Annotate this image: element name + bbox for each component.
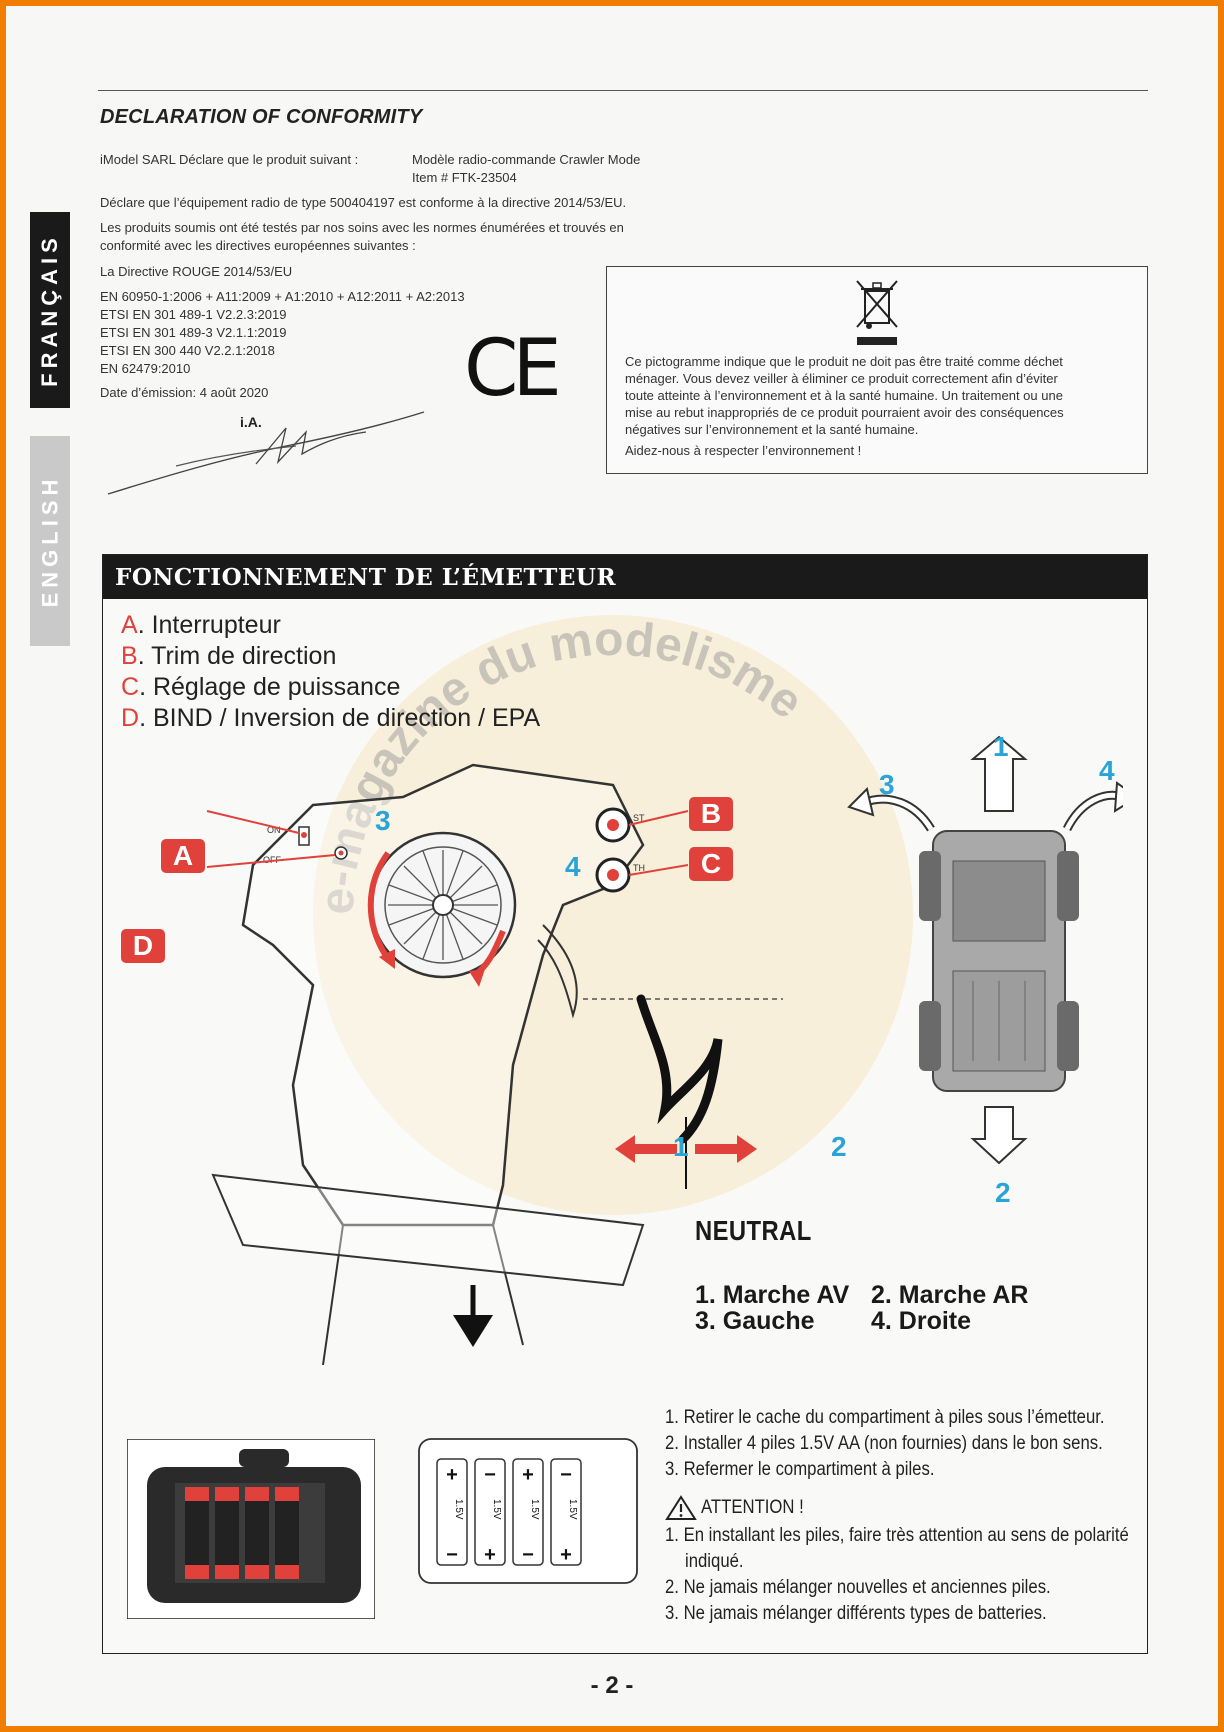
- trigger-number-2: 2: [831, 1131, 847, 1162]
- standard-line: EN 60950-1:2006 + A11:2009 + A1:2010 + A…: [100, 289, 465, 304]
- legend-text: . BIND / Inversion de direction / EPA: [139, 704, 541, 732]
- signature-label: i.A.: [240, 414, 262, 430]
- declaration-title: DECLARATION OF CONFORMITY: [100, 106, 423, 128]
- tested-line-1: Les produits soumis ont été testés par n…: [100, 220, 624, 235]
- weee-line: ménager. Vous devez veiller à éliminer c…: [625, 371, 1058, 386]
- weee-notice: Ce pictogramme indique que le produit ne…: [606, 266, 1148, 474]
- wheel-number-3: 3: [375, 805, 391, 836]
- direction-forward: 1. Marche AV: [695, 1281, 850, 1309]
- ce-mark-icon: CE: [464, 324, 562, 414]
- attention-label: ATTENTION !: [701, 1497, 804, 1518]
- legend-text: . Interrupteur: [137, 611, 281, 639]
- legend-letter: B: [121, 642, 138, 670]
- car-number-3: 3: [879, 769, 895, 800]
- svg-text:−: −: [484, 1464, 496, 1486]
- direction-right: 4. Droite: [871, 1307, 972, 1335]
- legend-item-a: A. Interrupteur: [121, 611, 281, 640]
- standard-line: ETSI EN 301 489-3 V2.1.1:2019: [100, 325, 287, 340]
- callout-c: C: [689, 847, 733, 881]
- warning-line: 1. En installant les piles, faire très a…: [665, 1525, 1129, 1546]
- svg-text:+: +: [484, 1544, 496, 1566]
- weee-line: négatives sur l’environnement et la sant…: [625, 422, 919, 437]
- signature-icon: [107, 411, 425, 495]
- legend-letter: C: [121, 673, 140, 701]
- language-tab-french[interactable]: FRANÇAIS: [30, 212, 70, 408]
- legend-item-b: B. Trim de direction: [121, 642, 336, 671]
- callout-a: A: [161, 839, 205, 873]
- trim-st-label: ST: [633, 813, 645, 823]
- trim-th-label: TH: [633, 863, 645, 873]
- warning-line: indiqué.: [685, 1551, 744, 1572]
- svg-text:−: −: [446, 1544, 458, 1566]
- legend-item-d: D. BIND / Inversion de direction / EPA: [121, 704, 540, 733]
- svg-text:−: −: [560, 1464, 572, 1486]
- svg-text:−: −: [522, 1544, 534, 1566]
- legend-text: . Réglage de puissance: [139, 673, 401, 701]
- legend-letter: A: [121, 611, 138, 639]
- language-tab-english[interactable]: ENGLISH: [30, 436, 70, 646]
- svg-text:+: +: [446, 1464, 458, 1486]
- svg-text:+: +: [560, 1544, 572, 1566]
- section-title: FONCTIONNEMENT DE L’ÉMETTEUR: [115, 564, 617, 591]
- directive-line: La Directive ROUGE 2014/53/EU: [100, 264, 293, 279]
- battery-voltage-label: 1.5V: [529, 1499, 540, 1520]
- svg-text:+: +: [522, 1464, 534, 1486]
- callout-d-letter: D: [133, 930, 153, 961]
- direction-left: 3. Gauche: [695, 1307, 815, 1335]
- crossed-out-bin-icon: [856, 280, 898, 345]
- trigger-number-1: 1: [673, 1131, 689, 1162]
- car-number-4: 4: [1099, 755, 1115, 786]
- wheel-number-4: 4: [565, 851, 581, 882]
- warning-triangle-icon: [665, 1495, 697, 1520]
- callout-b: B: [689, 797, 733, 831]
- callout-d: D: [121, 929, 165, 963]
- weee-description: Ce pictogramme indique que le produit ne…: [625, 353, 1135, 438]
- transmitter-illustration: ST TH ON OFF: [206, 763, 689, 1365]
- battery-polarity-diagram: + − − + + − − + 1.5V 1.5V 1.5V 1.5V: [418, 1438, 638, 1584]
- legend-letter: D: [121, 704, 140, 732]
- emission-date: Date d’émission: 4 août 2020: [100, 385, 269, 400]
- battery-voltage-label: 1.5V: [567, 1499, 578, 1520]
- weee-line: toute atteinte à l’environnement et à la…: [625, 388, 1063, 403]
- standard-line: EN 62479:2010: [100, 361, 191, 376]
- battery-voltage-label: 1.5V: [491, 1499, 502, 1520]
- neutral-label: NEUTRAL: [695, 1215, 812, 1246]
- callout-c-letter: C: [701, 848, 721, 879]
- battery-compartment-photo: [127, 1439, 375, 1619]
- page-number: - 2 -: [590, 1672, 634, 1699]
- top-divider: [98, 90, 1148, 91]
- company-line: iModel SARL Déclare que le produit suiva…: [100, 152, 359, 167]
- legend-item-c: C. Réglage de puissance: [121, 673, 400, 702]
- product-line-model: Modèle radio-commande Crawler Mode: [412, 152, 641, 167]
- battery-voltage-label: 1.5V: [453, 1499, 464, 1520]
- weee-line: mise au rebut inappropriés de ce produit…: [625, 405, 1064, 420]
- warning-line: 3. Ne jamais mélanger différents types d…: [665, 1603, 1047, 1624]
- standard-line: ETSI EN 300 440 V2.2.1:2018: [100, 343, 275, 358]
- trigger-detail-illustration: [583, 994, 783, 1189]
- instruction-step: 2. Installer 4 piles 1.5V AA (non fourni…: [665, 1433, 1103, 1454]
- direction-reverse: 2. Marche AR: [871, 1281, 1029, 1309]
- transmitter-section: FONCTIONNEMENT DE L’ÉMETTEUR e-magazine …: [102, 554, 1148, 1654]
- callout-a-letter: A: [173, 840, 193, 871]
- radio-conformity-line: Déclare que l’équipement radio de type 5…: [100, 195, 627, 210]
- car-number-2: 2: [995, 1177, 1011, 1208]
- car-number-1: 1: [993, 731, 1009, 762]
- language-tab-english-label: ENGLISH: [37, 474, 63, 608]
- tested-line-2: conformité avec les directives européenn…: [100, 238, 416, 253]
- section-header: FONCTIONNEMENT DE L’ÉMETTEUR: [103, 555, 1147, 599]
- instruction-step: 1. Retirer le cache du compartiment à pi…: [665, 1407, 1105, 1428]
- legend-text: . Trim de direction: [137, 642, 337, 670]
- callout-b-letter: B: [701, 798, 721, 829]
- weee-help: Aidez-nous à respecter l’environnement !: [625, 443, 862, 458]
- product-line-item: Item # FTK-23504: [412, 170, 517, 185]
- language-tab-french-label: FRANÇAIS: [37, 233, 63, 387]
- switch-on-label: ON: [267, 825, 281, 835]
- weee-line: Ce pictogramme indique que le produit ne…: [625, 354, 1063, 369]
- warning-line: 2. Ne jamais mélanger nouvelles et ancie…: [665, 1577, 1051, 1598]
- crawler-car-illustration: [847, 735, 1123, 1165]
- standard-line: ETSI EN 301 489-1 V2.2.3:2019: [100, 307, 287, 322]
- instruction-step: 3. Refermer le compartiment à piles.: [665, 1459, 935, 1480]
